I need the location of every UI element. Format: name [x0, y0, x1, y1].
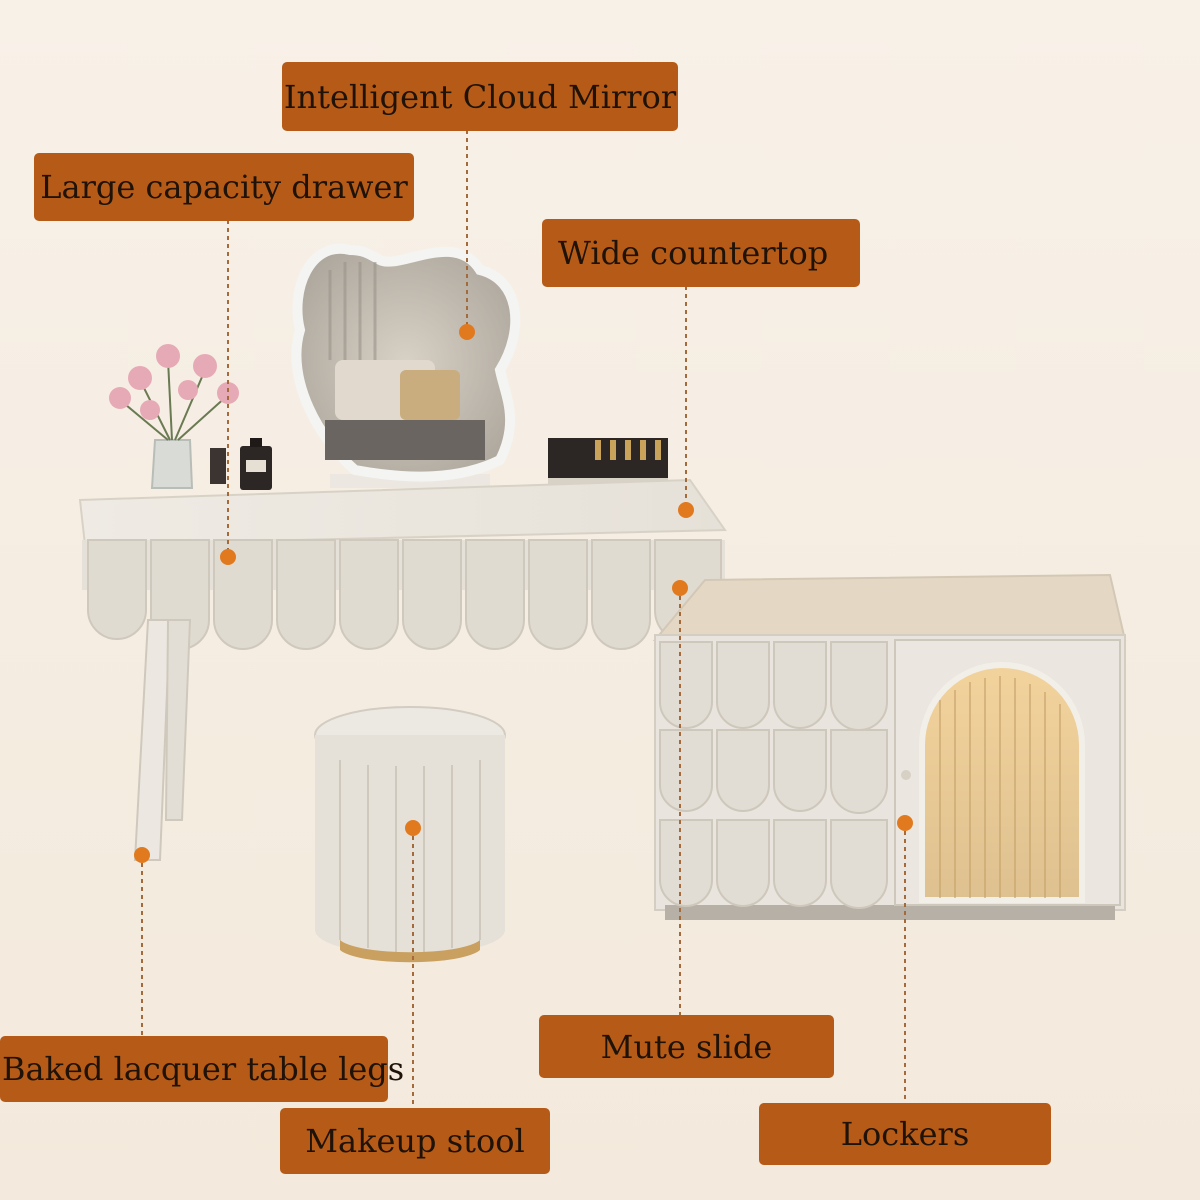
- cosmetic-bottles: [210, 438, 272, 490]
- leader-lines: [141, 130, 906, 1108]
- cloud-mirror: [291, 243, 521, 488]
- orange-dot-icon: [405, 820, 421, 836]
- label-drawer: Large capacity drawer: [34, 153, 414, 221]
- makeup-stool: [314, 706, 506, 963]
- label-lockers: Lockers: [759, 1103, 1051, 1165]
- dressing-table: [78, 478, 727, 861]
- label-stool: Makeup stool: [280, 1108, 550, 1174]
- orange-dot-icon: [459, 324, 475, 340]
- orange-dot-icon: [678, 502, 694, 518]
- label-legs: Baked lacquer table legs: [0, 1036, 404, 1102]
- markers: [134, 324, 913, 863]
- label-mirror: Intelligent Cloud Mirror: [282, 62, 678, 131]
- side-cabinet: [652, 573, 1127, 920]
- orange-dot-icon: [897, 815, 913, 831]
- orange-dot-icon: [134, 847, 150, 863]
- label-countertop: Wide countertop: [542, 219, 860, 287]
- orange-dot-icon: [220, 549, 236, 565]
- flower-vase: [109, 344, 239, 489]
- label-slide: Mute slide: [539, 1015, 834, 1078]
- orange-dot-icon: [672, 580, 688, 596]
